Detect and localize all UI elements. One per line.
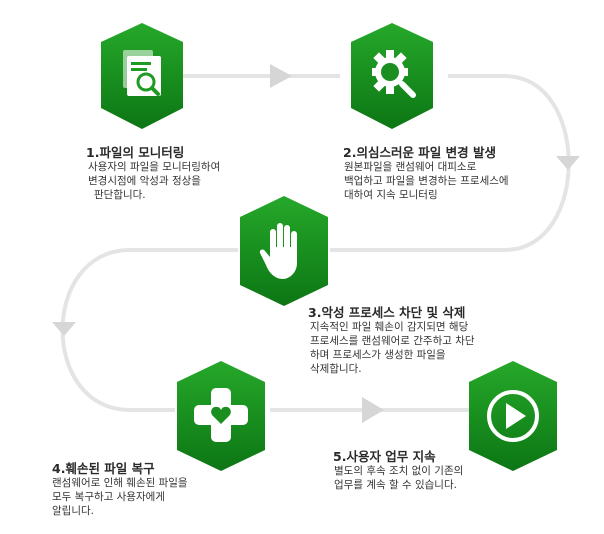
arrow-right-1 xyxy=(270,64,292,88)
step-3-node xyxy=(240,196,328,306)
step-2-desc-line: 백업하고 파일을 변경하는 프로세스에 xyxy=(344,175,509,187)
step-4-desc-line: 알립니다. xyxy=(52,505,94,517)
step-5-desc-line: 별도의 후속 조치 없이 기존의 xyxy=(334,465,464,477)
step-1-desc-line: 사용자의 파일을 모니터링하여 xyxy=(88,161,221,173)
arrow-down-2 xyxy=(556,156,580,170)
step-5-description: 별도의 후속 조치 없이 기존의 업무를 계속 할 수 있습니다. xyxy=(334,464,463,492)
step-2-desc-line: 원본파일을 랜섬웨어 대피소로 xyxy=(344,161,477,173)
step-3-desc-line: 프로세스를 랜섬웨어로 간주하고 차단 xyxy=(310,335,475,347)
step-1-desc-line: 판단합니다. xyxy=(94,189,146,201)
document-search-icon xyxy=(123,50,161,96)
step-2-title: 2.의심스러운 파일 변경 발생 xyxy=(343,145,497,160)
arrow-down-3 xyxy=(52,322,76,336)
play-circle-icon xyxy=(487,390,539,442)
medical-cross-heart-icon xyxy=(194,388,248,442)
step-3-desc-line: 지속적인 파일 훼손이 감지되면 해당 xyxy=(310,321,469,333)
step-2-node xyxy=(351,23,433,129)
step-2-description: 원본파일을 랜섬웨어 대피소로 백업하고 파일을 변경하는 프로세스에 대하여 … xyxy=(344,160,509,202)
step-5-desc-line: 업무를 계속 할 수 있습니다. xyxy=(334,479,457,491)
step-3-title: 3.악성 프로세스 차단 및 삭제 xyxy=(308,305,466,320)
step-4-title: 4.훼손된 파일 복구 xyxy=(52,461,155,476)
stop-hand-icon xyxy=(259,223,297,279)
step-5-node xyxy=(469,361,557,471)
step-5-title: 5.사용자 업무 지속 xyxy=(333,449,436,464)
step-3-desc-line: 하며 프로세스가 생성한 파일을 xyxy=(310,349,446,361)
step-4-description: 랜섬웨어로 인해 훼손된 파일을 모두 복구하고 사용자에게 알립니다. xyxy=(52,476,188,518)
step-1-title: 1.파일의 모니터링 xyxy=(86,145,185,160)
arrow-right-4 xyxy=(362,397,384,423)
step-2-desc-line: 대하여 지속 모니터링 xyxy=(344,189,438,201)
step-4-desc-line: 랜섬웨어로 인해 훼손된 파일을 xyxy=(52,477,188,489)
step-4-node xyxy=(177,361,265,471)
step-1-desc-line: 변경시점에 악성과 정상을 xyxy=(88,175,201,187)
step-1-node xyxy=(101,23,183,129)
step-4-desc-line: 모두 복구하고 사용자에게 xyxy=(52,491,165,503)
step-3-description: 지속적인 파일 훼손이 감지되면 해당 프로세스를 랜섬웨어로 간주하고 차단 … xyxy=(310,320,475,376)
step-3-desc-line: 삭제합니다. xyxy=(310,363,362,375)
step-1-description: 사용자의 파일을 모니터링하여 변경시점에 악성과 정상을 판단합니다. xyxy=(88,160,220,202)
